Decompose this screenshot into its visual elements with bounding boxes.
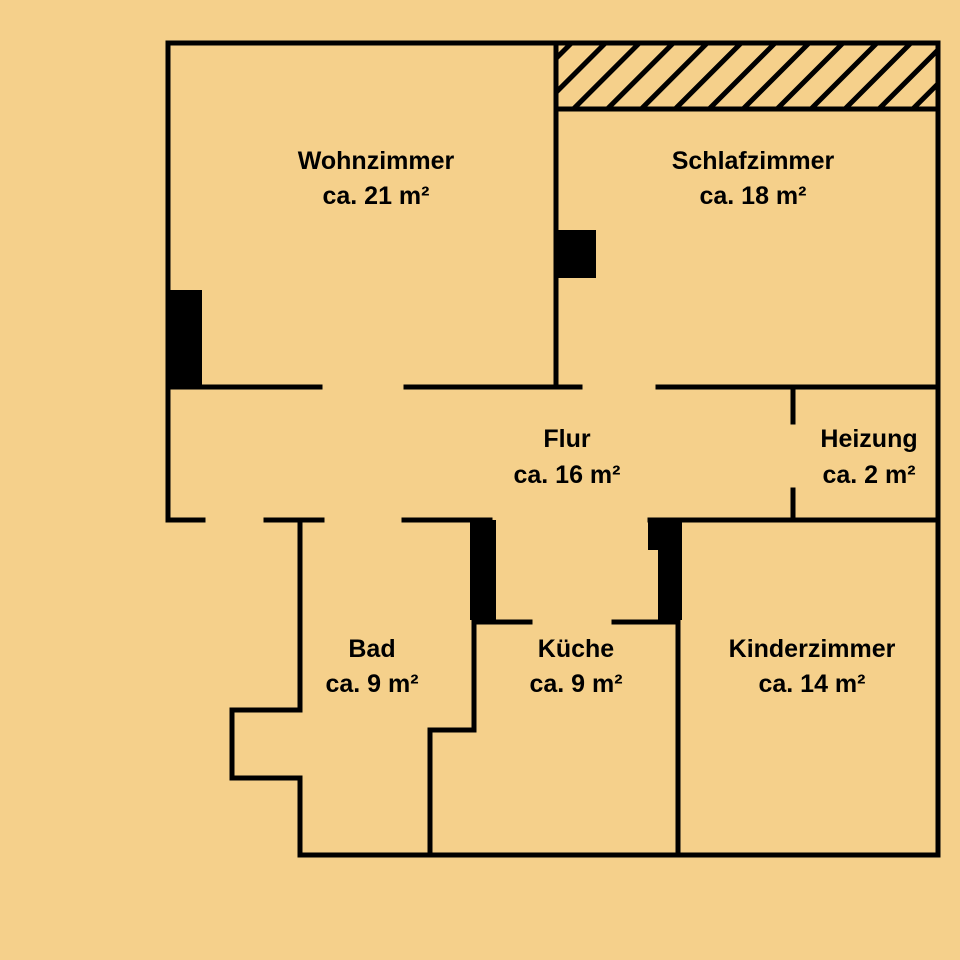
kueche-left-pillar-cap (470, 520, 496, 550)
room-area-kueche: ca. 9 m² (529, 670, 622, 698)
kueche-right-pillar-cap (648, 520, 682, 550)
room-name-heizung: Heizung (820, 425, 917, 453)
wohnzimmer-chimney (168, 290, 202, 387)
room-area-wohnzimmer: ca. 21 m² (322, 182, 429, 210)
chimneys (168, 230, 682, 620)
room-name-kinderzimmer: Kinderzimmer (729, 635, 896, 663)
room-name-bad: Bad (348, 635, 395, 663)
room-name-flur: Flur (543, 425, 590, 453)
room-name-schlafzimmer: Schlafzimmer (672, 147, 835, 175)
room-labels: Wohnzimmer ca. 21 m² Schlafzimmer ca. 18… (298, 147, 918, 698)
balcony (553, 40, 941, 112)
room-name-kueche: Küche (538, 635, 615, 663)
room-area-bad: ca. 9 m² (325, 670, 418, 698)
room-name-wohnzimmer: Wohnzimmer (298, 147, 455, 175)
room-area-heizung: ca. 2 m² (822, 461, 915, 489)
room-area-kinderzimmer: ca. 14 m² (758, 670, 865, 698)
schlafzimmer-chimney (556, 230, 596, 278)
room-area-schlafzimmer: ca. 18 m² (699, 182, 806, 210)
room-area-flur: ca. 16 m² (513, 461, 620, 489)
